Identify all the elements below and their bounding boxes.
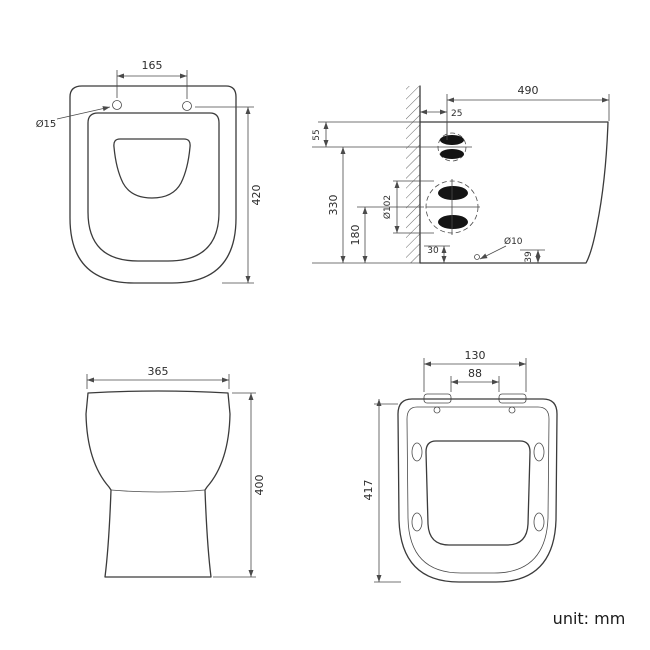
seat-hinge-pin-right: [508, 406, 516, 414]
seat-hinge-pin-left: [433, 406, 441, 414]
seat-bumper-bottom-right: [533, 512, 545, 532]
pan-front-waist-line: [110, 489, 206, 493]
pan-top-view: 165 Ø15 420: [36, 59, 263, 284]
dim-490-label: 490: [518, 84, 539, 97]
dim-25-label: 25: [451, 109, 462, 119]
outlet-centerlines: [426, 179, 480, 235]
unit-label: unit: mm: [553, 609, 626, 628]
wall-hatching: [406, 86, 420, 263]
dim-365-label: 365: [148, 365, 169, 378]
dim-39-label: 39: [524, 251, 534, 263]
pan-top-bowl: [113, 138, 191, 199]
seat-opening: [425, 440, 531, 546]
seat-top-view: 130 88 417: [362, 349, 558, 583]
dim-130-label: 130: [465, 349, 486, 362]
dim-55-label: 55: [312, 129, 322, 140]
dim-330-label: 330: [327, 195, 340, 216]
seat-view-extension-lines: [374, 358, 527, 583]
dim-30-label: 30: [427, 246, 439, 256]
pan-top-rim: [87, 112, 220, 262]
dim-180-label: 180: [349, 225, 362, 246]
inlet-port-section-lower: [440, 149, 464, 159]
seat-outer-outline: [397, 398, 558, 583]
dim-417-label: 417: [362, 480, 375, 501]
dim-88-label: 88: [468, 367, 482, 380]
top-view-extension-lines: [116, 70, 254, 284]
dim-420-label: 420: [250, 185, 263, 206]
hole-diameter-label: Ø15: [36, 118, 57, 130]
seat-inner-line: [406, 406, 550, 574]
fixing-hole-mark: [474, 254, 480, 260]
pan-top-outline: [69, 85, 237, 284]
hole-diameter-leader: [56, 106, 111, 120]
dim-400-label: 400: [253, 475, 266, 496]
seat-bumper-top-left: [411, 442, 423, 462]
pan-front-outline: [85, 390, 231, 578]
hinge-hole-left: [112, 100, 122, 110]
outlet-diameter-label: Ø102: [382, 195, 393, 219]
fixing-diameter-label: Ø10: [504, 236, 523, 247]
outlet-port-section-upper: [438, 186, 468, 200]
front-view-extension-lines: [86, 374, 256, 578]
seat-bumper-bottom-left: [411, 512, 423, 532]
pan-side-view: 490 25 55 330 180 Ø102 30 Ø10 39: [312, 84, 610, 264]
seat-bumper-top-right: [533, 442, 545, 462]
side-view-extension-lines: [312, 94, 610, 264]
outlet-port-section-lower: [438, 215, 468, 229]
dim-165-label: 165: [142, 59, 163, 72]
hinge-hole-right: [182, 101, 192, 111]
inlet-port-section-upper: [440, 135, 464, 145]
pan-side-profile: [419, 121, 609, 264]
fixing-diameter-leader: [479, 245, 507, 260]
pan-front-view: 365 400: [85, 365, 266, 578]
